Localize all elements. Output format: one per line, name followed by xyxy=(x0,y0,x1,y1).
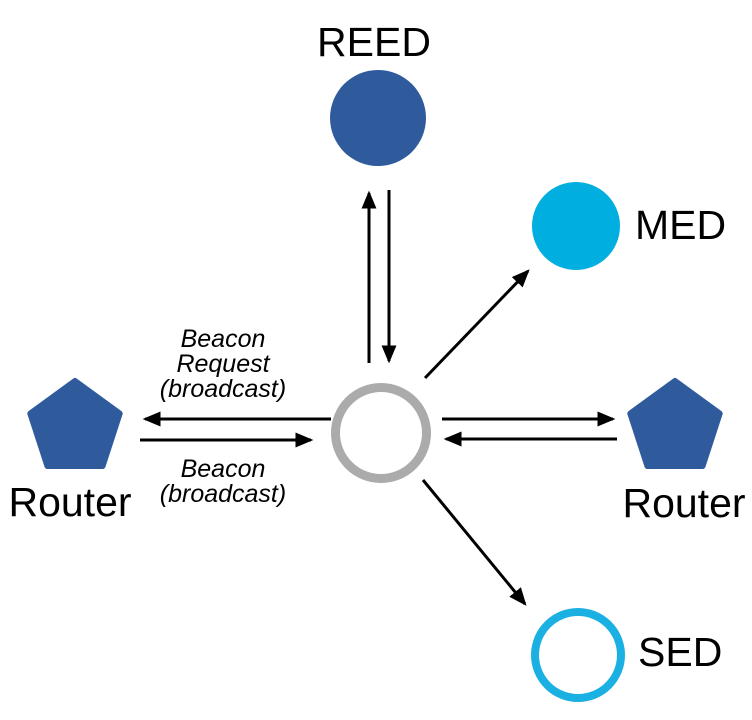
reed-label: REED xyxy=(317,19,431,65)
router-right-node-icon xyxy=(627,378,723,469)
router-left-label: Router xyxy=(8,479,131,525)
beacon-request-line-2: Request xyxy=(176,350,270,378)
router-right-label: Router xyxy=(622,480,745,526)
sed-label: SED xyxy=(638,629,722,675)
med-node-icon xyxy=(532,182,620,270)
router-left-node-icon xyxy=(27,378,123,469)
beacon-request-line-3: (broadcast) xyxy=(160,375,286,403)
sed-node-icon xyxy=(531,608,625,702)
med-label: MED xyxy=(635,202,726,248)
reed-node-icon xyxy=(330,70,426,166)
beacon-request-line-1: Beacon xyxy=(181,325,266,353)
beacon-request-label: Beacon Request (broadcast) xyxy=(160,325,286,403)
beacon-line-1: Beacon xyxy=(181,455,266,483)
center-node-icon xyxy=(331,383,431,483)
beacon-line-2: (broadcast) xyxy=(160,480,286,508)
beacon-label: Beacon (broadcast) xyxy=(160,455,286,508)
arrow-center-to-sed xyxy=(421,479,527,606)
arrow-center-to-med xyxy=(423,269,530,380)
